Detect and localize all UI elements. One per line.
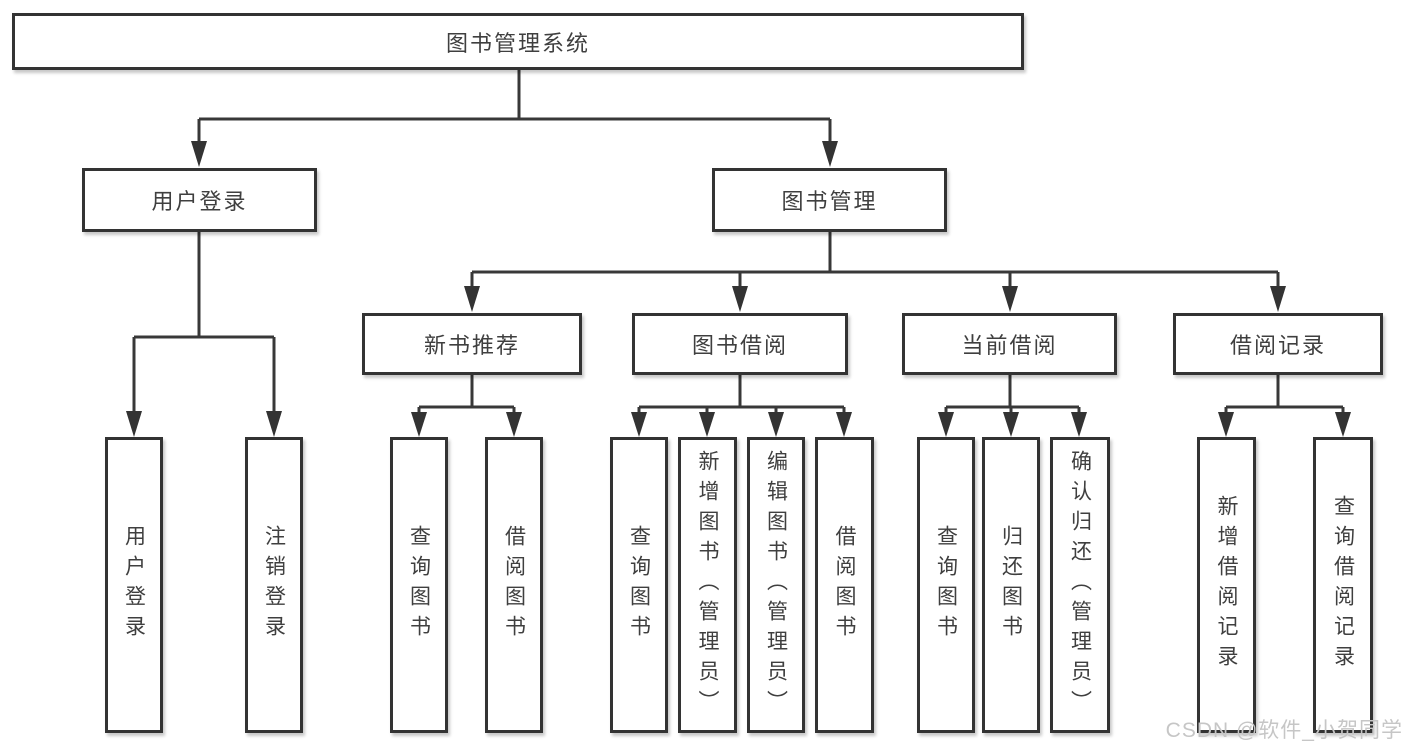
arrow-down-icon: [506, 412, 522, 437]
node-root: 图书管理系统: [12, 13, 1024, 70]
node-borrowing-records: 借阅记录: [1173, 313, 1383, 375]
leaf-label: 查询图书: [934, 525, 958, 645]
node-user-login-branch: 用户登录: [82, 168, 317, 232]
arrow-down-icon: [938, 412, 954, 437]
connector-bookborrow-to-leaves: [637, 375, 846, 420]
leaf-current-query-books: 查询图书: [917, 437, 975, 733]
arrow-down-icon: [822, 141, 838, 167]
arrow-down-icon: [1335, 412, 1351, 437]
leaf-label: 编辑图书（管理员）: [764, 450, 788, 720]
leaf-records-add-record: 新增借阅记录: [1197, 437, 1256, 733]
leaf-logout: 注销登录: [245, 437, 303, 733]
arrow-down-icon: [126, 411, 142, 437]
csdn-watermark: CSDN @软件_小贺同学: [1165, 719, 1403, 742]
leaf-label: 查询借阅记录: [1331, 495, 1355, 675]
arrow-down-icon: [266, 411, 282, 437]
node-current-borrowing: 当前借阅: [902, 313, 1117, 375]
leaf-borrow-query-books: 查询图书: [610, 437, 668, 733]
arrow-down-icon: [1071, 412, 1087, 437]
connector-currentborrow-to-leaves: [944, 375, 1081, 420]
leaf-label: 确认归还（管理员）: [1068, 450, 1092, 720]
arrow-down-icon: [1002, 286, 1018, 312]
leaf-label: 借阅图书: [833, 525, 856, 645]
leaf-label: 归还图书: [999, 525, 1023, 645]
leaf-label: 借阅图书: [502, 525, 526, 645]
leaf-current-confirm-return-admin: 确认归还（管理员）: [1050, 437, 1110, 733]
leaf-newbooks-borrow-books: 借阅图书: [485, 437, 543, 733]
leaf-label: 注销登录: [262, 525, 286, 645]
connector-root-to-level2: [197, 70, 832, 150]
arrow-down-icon: [1270, 286, 1286, 312]
connector-bookmgmt-to-level3: [470, 232, 1280, 295]
leaf-borrow-edit-books-admin: 编辑图书（管理员）: [747, 437, 805, 733]
arrow-down-icon: [1003, 412, 1019, 437]
node-book-borrowing: 图书借阅: [632, 313, 848, 375]
leaf-label: 查询图书: [627, 525, 651, 645]
arrow-down-icon: [631, 412, 647, 437]
connector-records-to-leaves: [1224, 375, 1345, 420]
leaf-label: 用户登录: [122, 525, 146, 645]
leaf-user-login: 用户登录: [105, 437, 163, 733]
leaf-current-return-books: 归还图书: [982, 437, 1040, 733]
arrow-down-icon: [768, 412, 784, 437]
leaf-borrow-borrow-books: 借阅图书: [815, 437, 874, 733]
node-new-book-recommend: 新书推荐: [362, 313, 582, 375]
leaf-label: 新增借阅记录: [1215, 495, 1238, 675]
arrow-down-icon: [1218, 412, 1234, 437]
arrow-down-icon: [732, 286, 748, 312]
arrow-down-icon: [836, 412, 852, 437]
connector-newbooks-to-leaves: [417, 375, 516, 420]
arrow-down-icon: [699, 412, 715, 437]
leaf-records-query-record: 查询借阅记录: [1313, 437, 1373, 733]
leaf-newbooks-query-books: 查询图书: [390, 437, 448, 733]
arrow-down-icon: [191, 141, 207, 167]
arrow-down-icon: [464, 286, 480, 312]
connector-userlogin-to-leaves: [132, 232, 276, 420]
arrow-down-icon: [411, 412, 427, 437]
leaf-borrow-add-books-admin: 新增图书（管理员）: [678, 437, 737, 733]
leaf-label: 查询图书: [407, 525, 431, 645]
node-book-management-branch: 图书管理: [712, 168, 947, 232]
leaf-label: 新增图书（管理员）: [696, 450, 719, 720]
